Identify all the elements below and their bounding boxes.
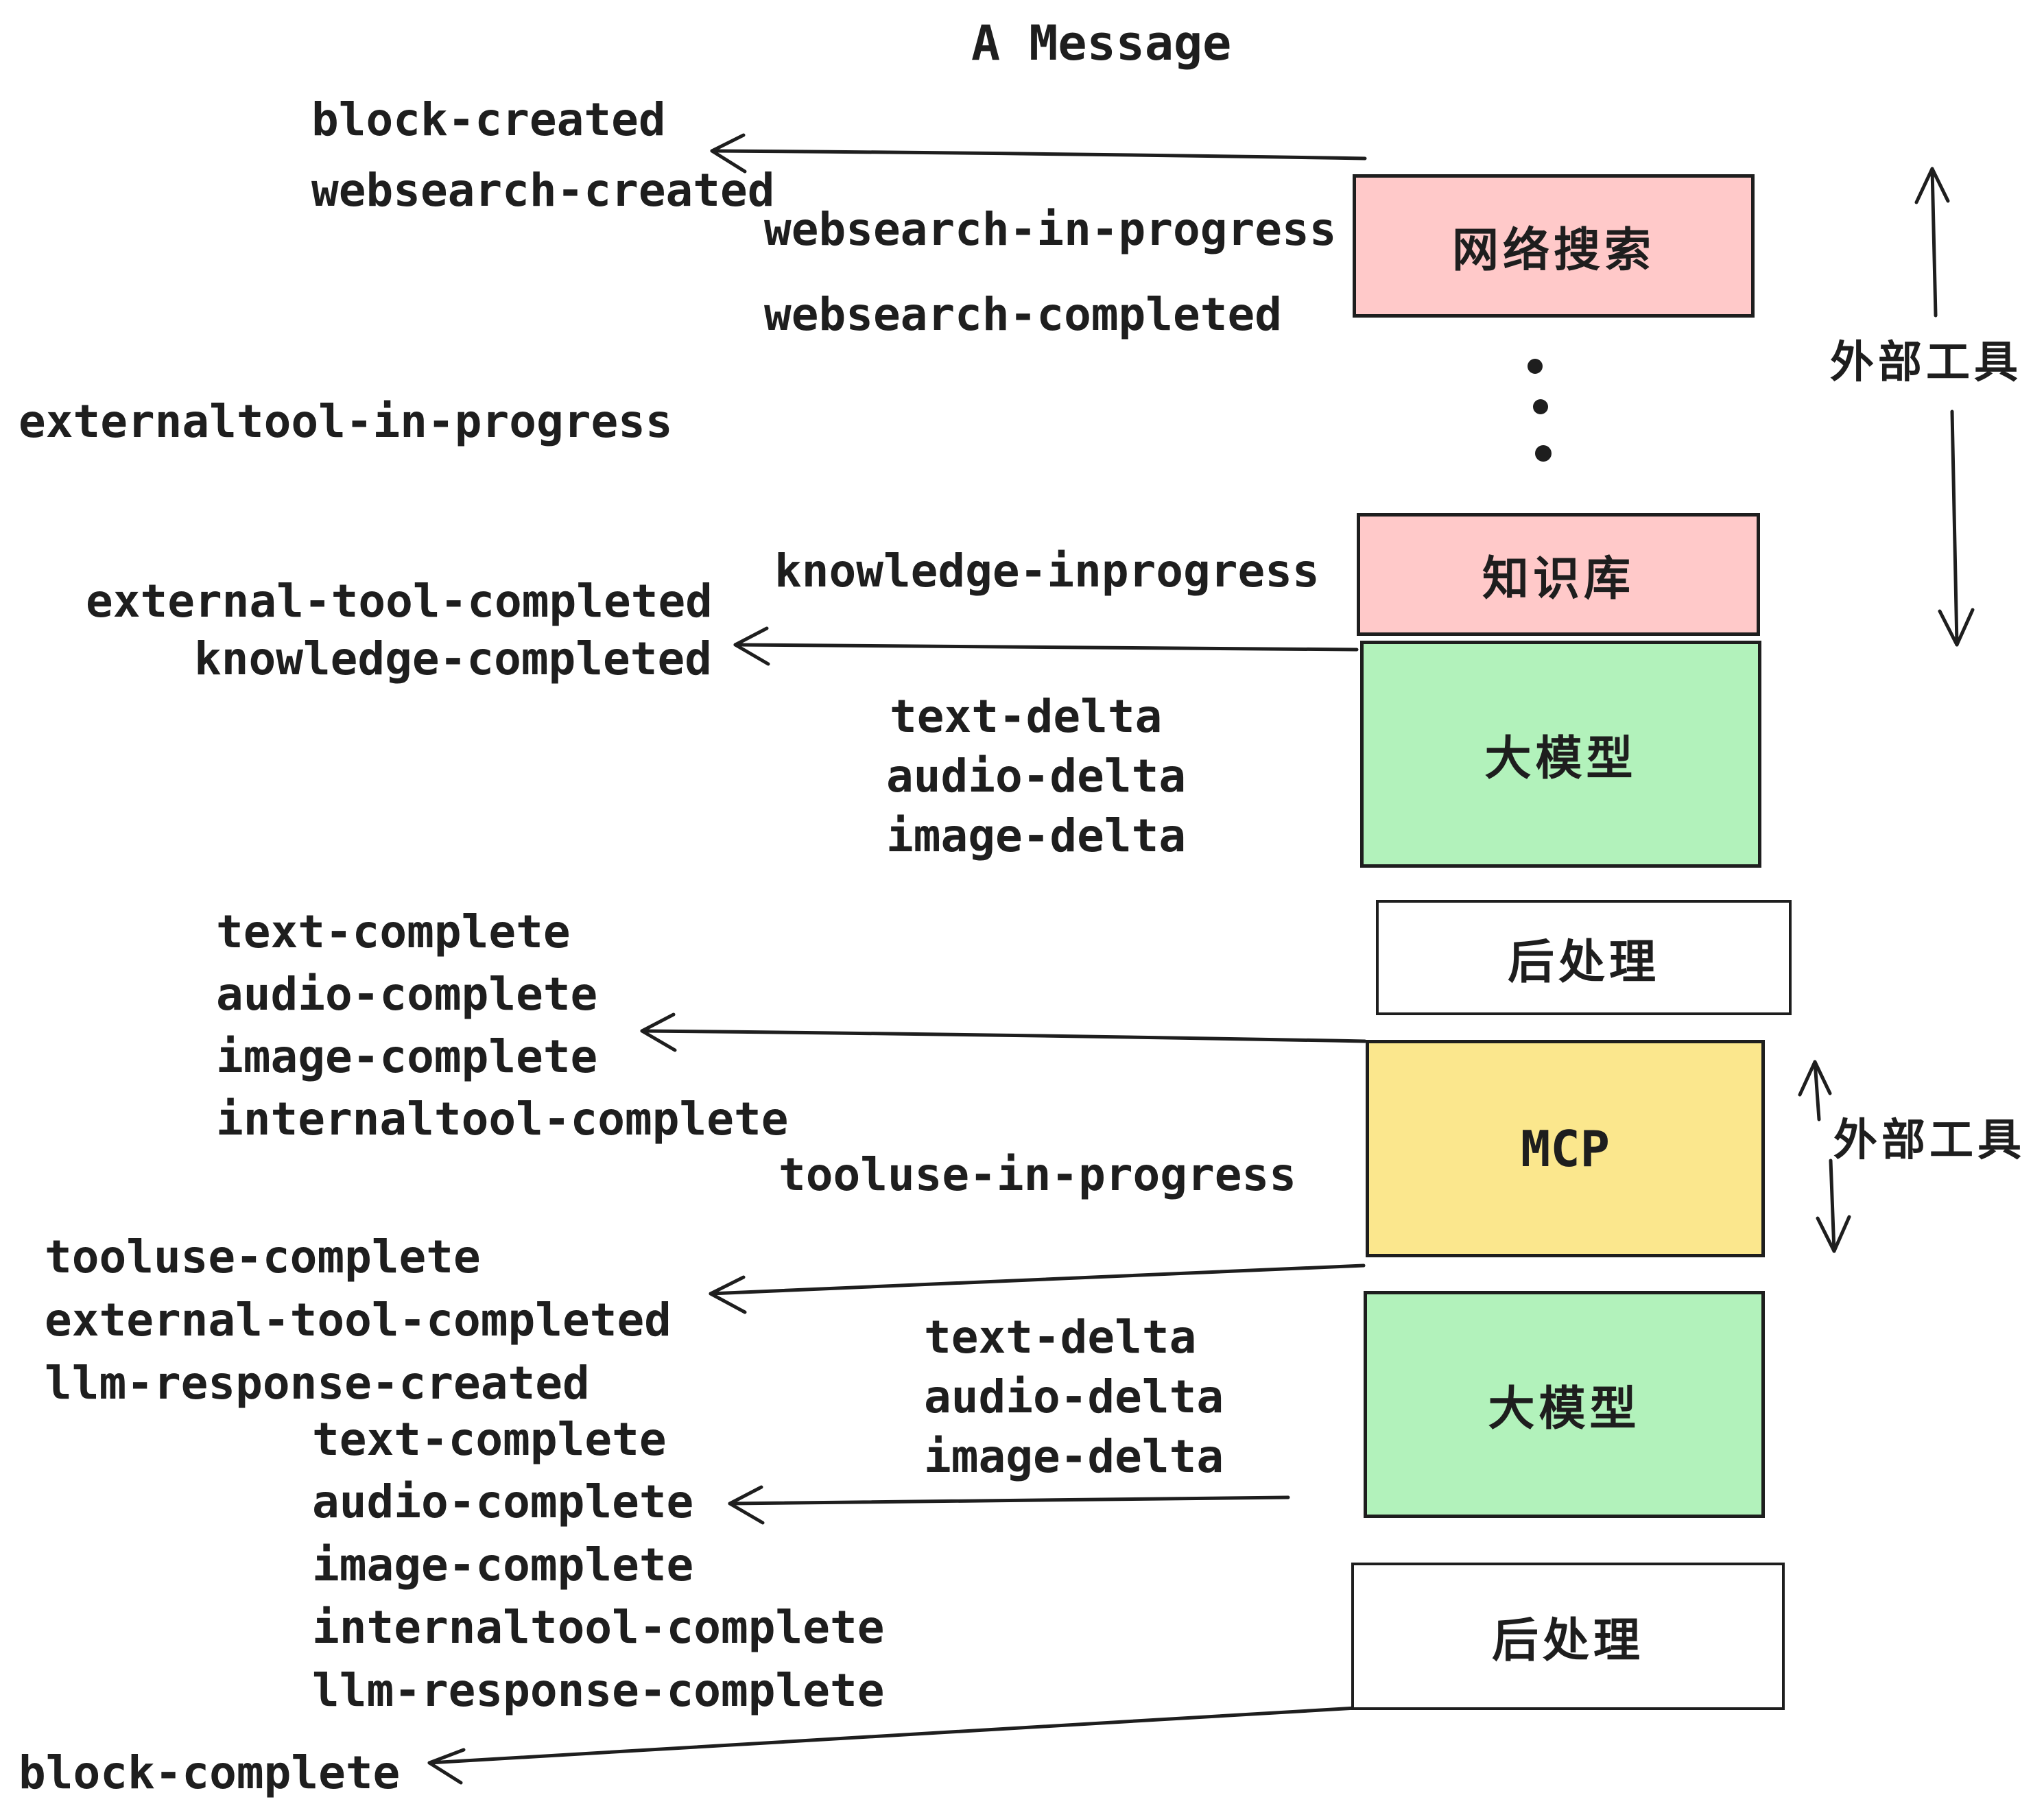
box-mcp-label: MCP	[1520, 1119, 1611, 1178]
event-websearch-in-progress: websearch-in-progress	[764, 203, 1337, 256]
external-tools-arrow-down-top	[1938, 410, 1975, 647]
external-tools-arrow-up-top	[1914, 167, 1950, 318]
box-llm-1-label: 大模型	[1484, 733, 1637, 785]
event-image-delta: image-delta	[886, 809, 1187, 862]
arrow-mcp-to-external-tool-completed	[709, 1263, 1366, 1314]
external-tools-arrow-up-mcp	[1798, 1060, 1832, 1121]
event-image-complete: image-complete	[216, 1030, 598, 1083]
event-text-delta-2: text-delta	[924, 1311, 1197, 1364]
event-knowledge-completed: knowledge-completed	[194, 632, 712, 685]
box-llm-2: 大模型	[1364, 1291, 1765, 1518]
event-audio-delta-2: audio-delta	[924, 1370, 1224, 1423]
box-knowledge-base-label: 知识库	[1482, 553, 1635, 605]
box-knowledge-base: 知识库	[1357, 513, 1760, 636]
box-post-process-1-label: 后处理	[1507, 936, 1660, 988]
diagram-title: A Message	[971, 15, 1232, 71]
event-externaltool-in-progress: externaltool-in-progress	[19, 395, 673, 448]
event-external-tool-completed-2: external-tool-completed	[45, 1294, 672, 1346]
event-external-tool-completed: external-tool-completed	[86, 575, 713, 628]
event-llm-response-created: llm-response-created	[45, 1357, 590, 1410]
annotation-external-tools-top: 外部工具	[1830, 337, 2022, 387]
event-text-delta: text-delta	[890, 690, 1163, 743]
box-llm-1: 大模型	[1360, 641, 1761, 868]
event-text-complete: text-complete	[216, 905, 571, 958]
arrow-knowledge-to-knowledge-completed	[733, 626, 1359, 666]
box-websearch: 网络搜索	[1353, 174, 1755, 318]
external-tools-arrow-down-mcp	[1816, 1159, 1851, 1253]
arrow-postprocess-to-block-complete	[427, 1706, 1358, 1785]
event-internaltool-complete-2: internaltool-complete	[312, 1601, 885, 1654]
event-image-complete-2: image-complete	[312, 1539, 694, 1591]
event-websearch-created: websearch-created	[311, 164, 775, 217]
arrow-websearch-to-block-created	[710, 133, 1367, 174]
event-knowledge-inprogress: knowledge-inprogress	[774, 545, 1320, 597]
box-post-process-2-label: 后处理	[1491, 1615, 1644, 1667]
box-llm-2-label: 大模型	[1488, 1383, 1641, 1435]
event-llm-response-complete: llm-response-complete	[312, 1664, 885, 1717]
event-block-complete: block-complete	[19, 1746, 401, 1799]
event-audio-complete: audio-complete	[216, 968, 598, 1021]
event-audio-delta: audio-delta	[886, 750, 1187, 803]
event-block-created: block-created	[311, 93, 666, 146]
annotation-external-tools-mcp: 外部工具	[1833, 1115, 2025, 1165]
box-websearch-label: 网络搜索	[1451, 224, 1655, 276]
arrow-llm-to-audio-complete	[728, 1485, 1290, 1525]
event-audio-complete-2: audio-complete	[312, 1475, 694, 1528]
event-image-delta-2: image-delta	[924, 1430, 1224, 1483]
event-tooluse-complete: tooluse-complete	[45, 1231, 481, 1283]
ellipsis-dots	[1528, 359, 1552, 462]
arrow-mcp-to-image-complete	[640, 1012, 1367, 1052]
event-internaltool-complete: internaltool-complete	[216, 1093, 789, 1146]
box-post-process-1: 后处理	[1376, 900, 1792, 1015]
box-mcp: MCP	[1366, 1040, 1765, 1257]
event-tooluse-in-progress: tooluse-in-progress	[779, 1148, 1296, 1201]
box-post-process-2: 后处理	[1351, 1563, 1785, 1710]
event-websearch-completed: websearch-completed	[764, 288, 1282, 341]
event-text-complete-2: text-complete	[312, 1413, 667, 1466]
